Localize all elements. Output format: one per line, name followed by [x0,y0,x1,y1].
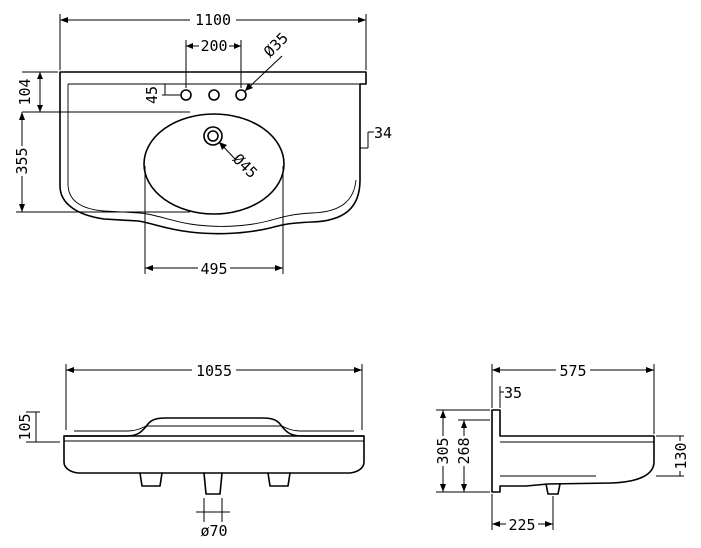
dim-bowl-depth: 355 [13,147,31,174]
front-waste [203,472,223,495]
front-foot-right [267,472,291,487]
plan-tap-hole-center [208,89,220,101]
front-view: 1055 105 ø70 [16,362,365,540]
plan-tap-hole-left [180,89,192,101]
dim-side-depth: 575 [559,362,586,380]
dim-wall-thickness: 34 [374,124,392,142]
front-rim [63,417,365,437]
dim-waste-diameter: Ø45 [229,150,261,182]
dim-side-front-height: 130 [672,442,690,469]
dim-front-width: 1055 [196,362,232,380]
front-rim-inner [74,425,354,432]
plan-basin-outline [59,71,367,235]
dim-tap-hole-diameter: Ø35 [260,29,292,61]
plan-waste-outer [203,126,223,146]
side-waste [545,483,561,495]
plan-bowl [143,113,285,215]
plan-inner-rim [67,83,360,227]
dim-top-width: 1100 [195,11,231,29]
dim-front-height: 105 [16,413,34,440]
dim-tap-hole-offset: 45 [143,86,161,104]
dim-side-height-inner: 268 [455,437,473,464]
front-foot-left [139,472,163,487]
plan-waste-inner [207,130,219,142]
plan-view: 1100 200 Ø35 45 104 355 [13,11,392,278]
plan-tap-hole-right [235,89,247,101]
dim-bowl-width: 495 [200,260,227,278]
dim-tap-spacing: 200 [200,37,227,55]
side-view: 575 35 305 268 130 225 [434,362,690,534]
dim-side-top: 35 [504,384,522,402]
dim-side-height-total: 305 [434,437,452,464]
side-body [491,409,655,493]
front-body [63,435,365,474]
dim-waste-outlet: ø70 [200,522,227,540]
dim-top-height: 104 [16,78,34,105]
dim-side-waste-offset: 225 [508,516,535,534]
